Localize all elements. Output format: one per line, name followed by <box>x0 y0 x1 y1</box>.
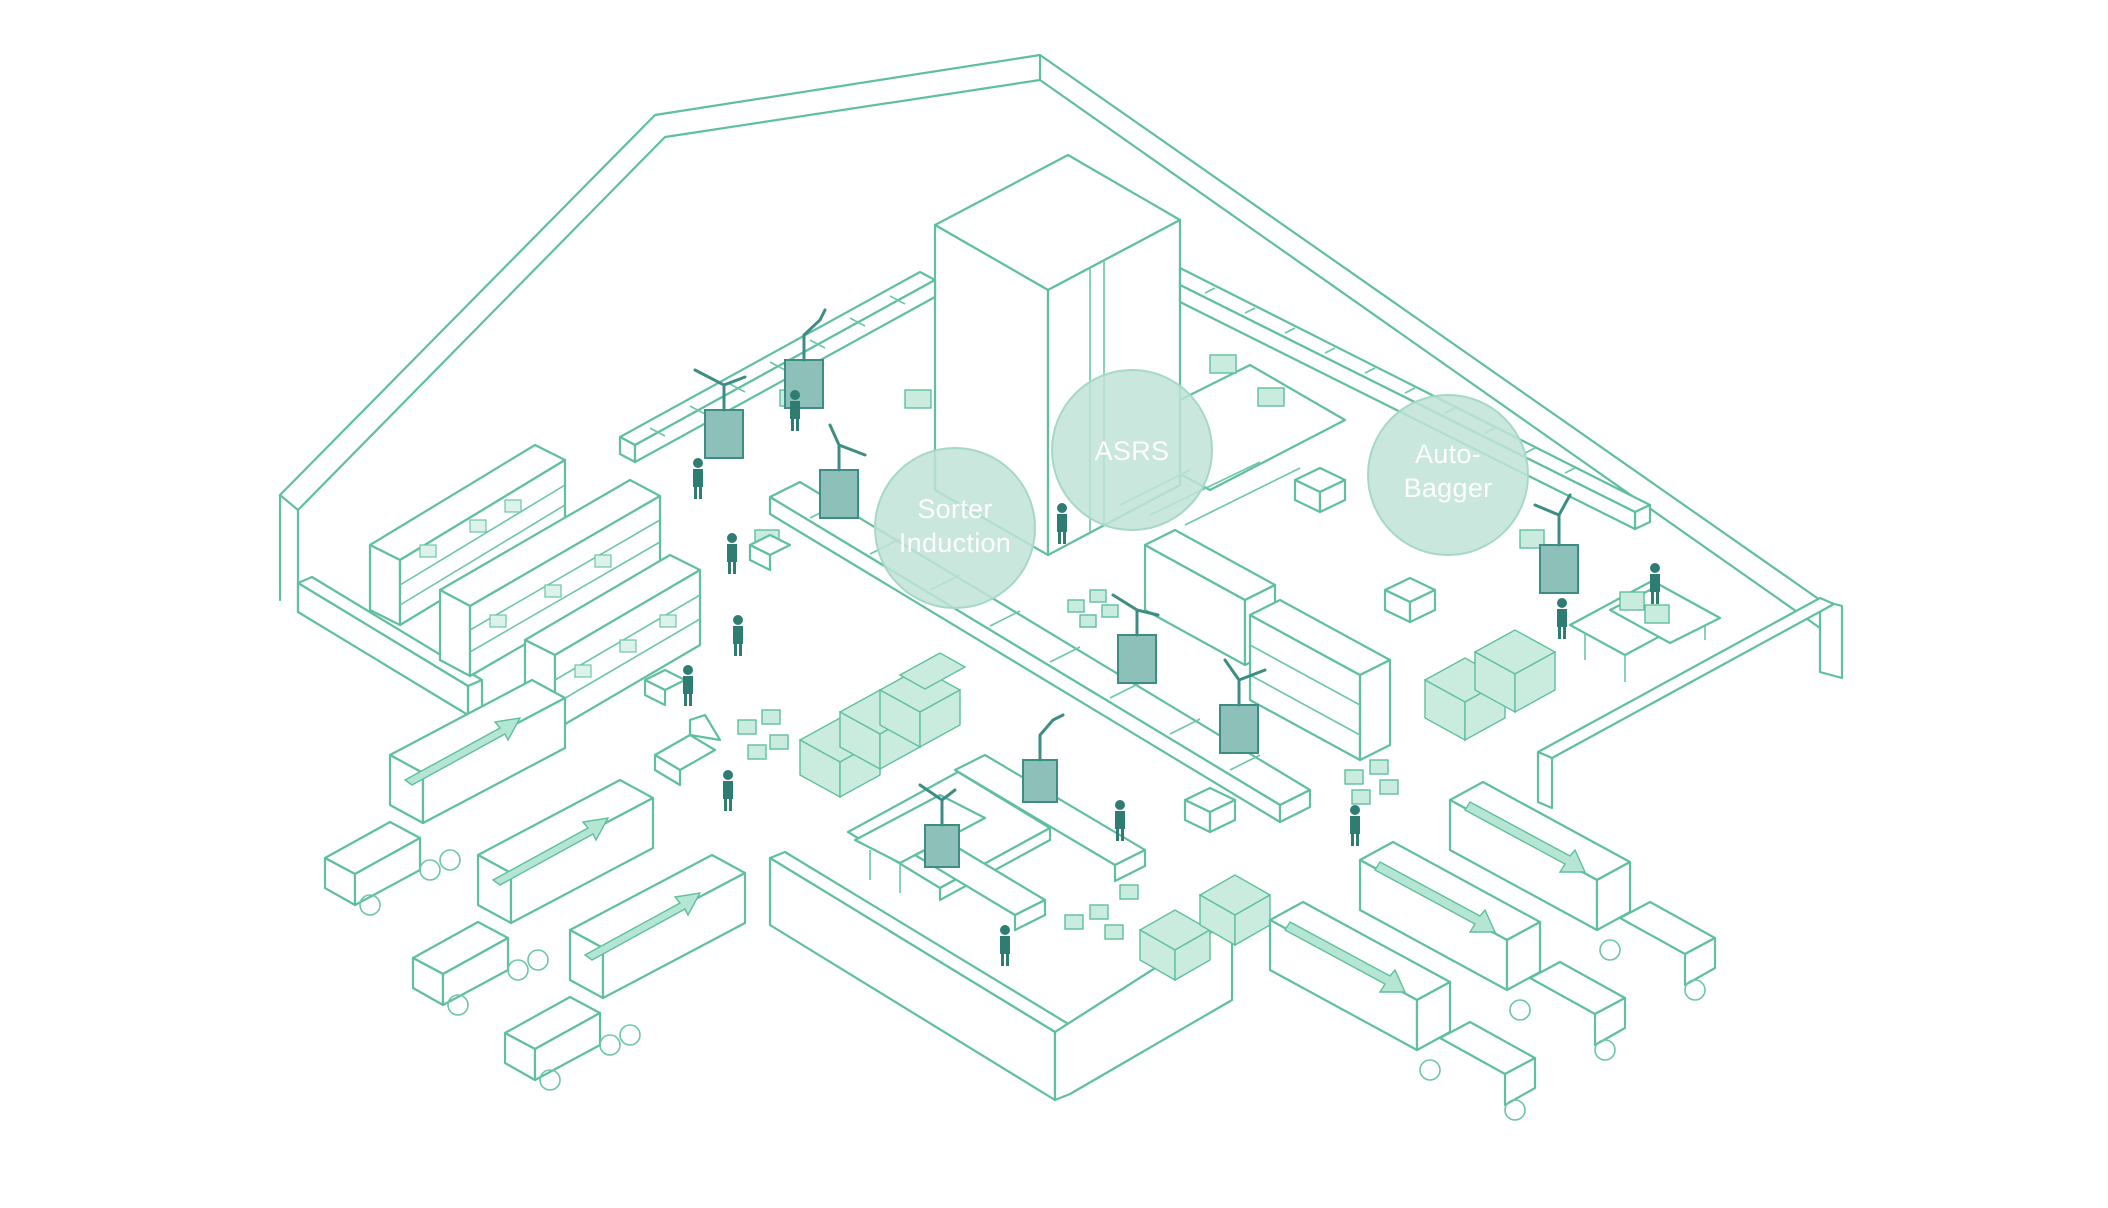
truck-left-3 <box>503 853 747 1091</box>
right-inner-wall <box>1536 596 1836 810</box>
sorter-induction-label-line1: Sorter <box>917 494 992 524</box>
auto-bagger-label-line2: Bagger <box>1404 473 1493 503</box>
truck-right-1 <box>1448 780 1717 1001</box>
workers <box>683 390 1660 966</box>
truck-right-2 <box>1358 840 1627 1061</box>
shelving-left <box>368 443 702 732</box>
small-boxes <box>737 354 1670 940</box>
highlight-asrs: ASRS <box>1051 369 1213 531</box>
truck-left-2 <box>411 778 655 1016</box>
trucks-left <box>323 678 747 1091</box>
shelving-center <box>1143 528 1392 762</box>
highlight-auto-bagger: Auto- Bagger <box>1367 394 1529 556</box>
conveyor-front-center <box>953 753 1147 883</box>
truck-right-3 <box>1268 900 1537 1121</box>
sorter-induction-label-line2: Induction <box>899 528 1011 558</box>
highlight-sorter-induction: Sorter Induction <box>874 447 1036 609</box>
trucks-right <box>1268 780 1717 1121</box>
robotic-arms <box>693 308 1579 868</box>
truck-left-1 <box>323 678 567 916</box>
forklifts <box>643 466 1437 834</box>
conveyor-upper-left <box>618 270 937 464</box>
asrs-label: ASRS <box>1095 436 1170 466</box>
box-stacks <box>798 629 1557 982</box>
auto-bagger-label-line1: Auto- <box>1415 439 1481 469</box>
